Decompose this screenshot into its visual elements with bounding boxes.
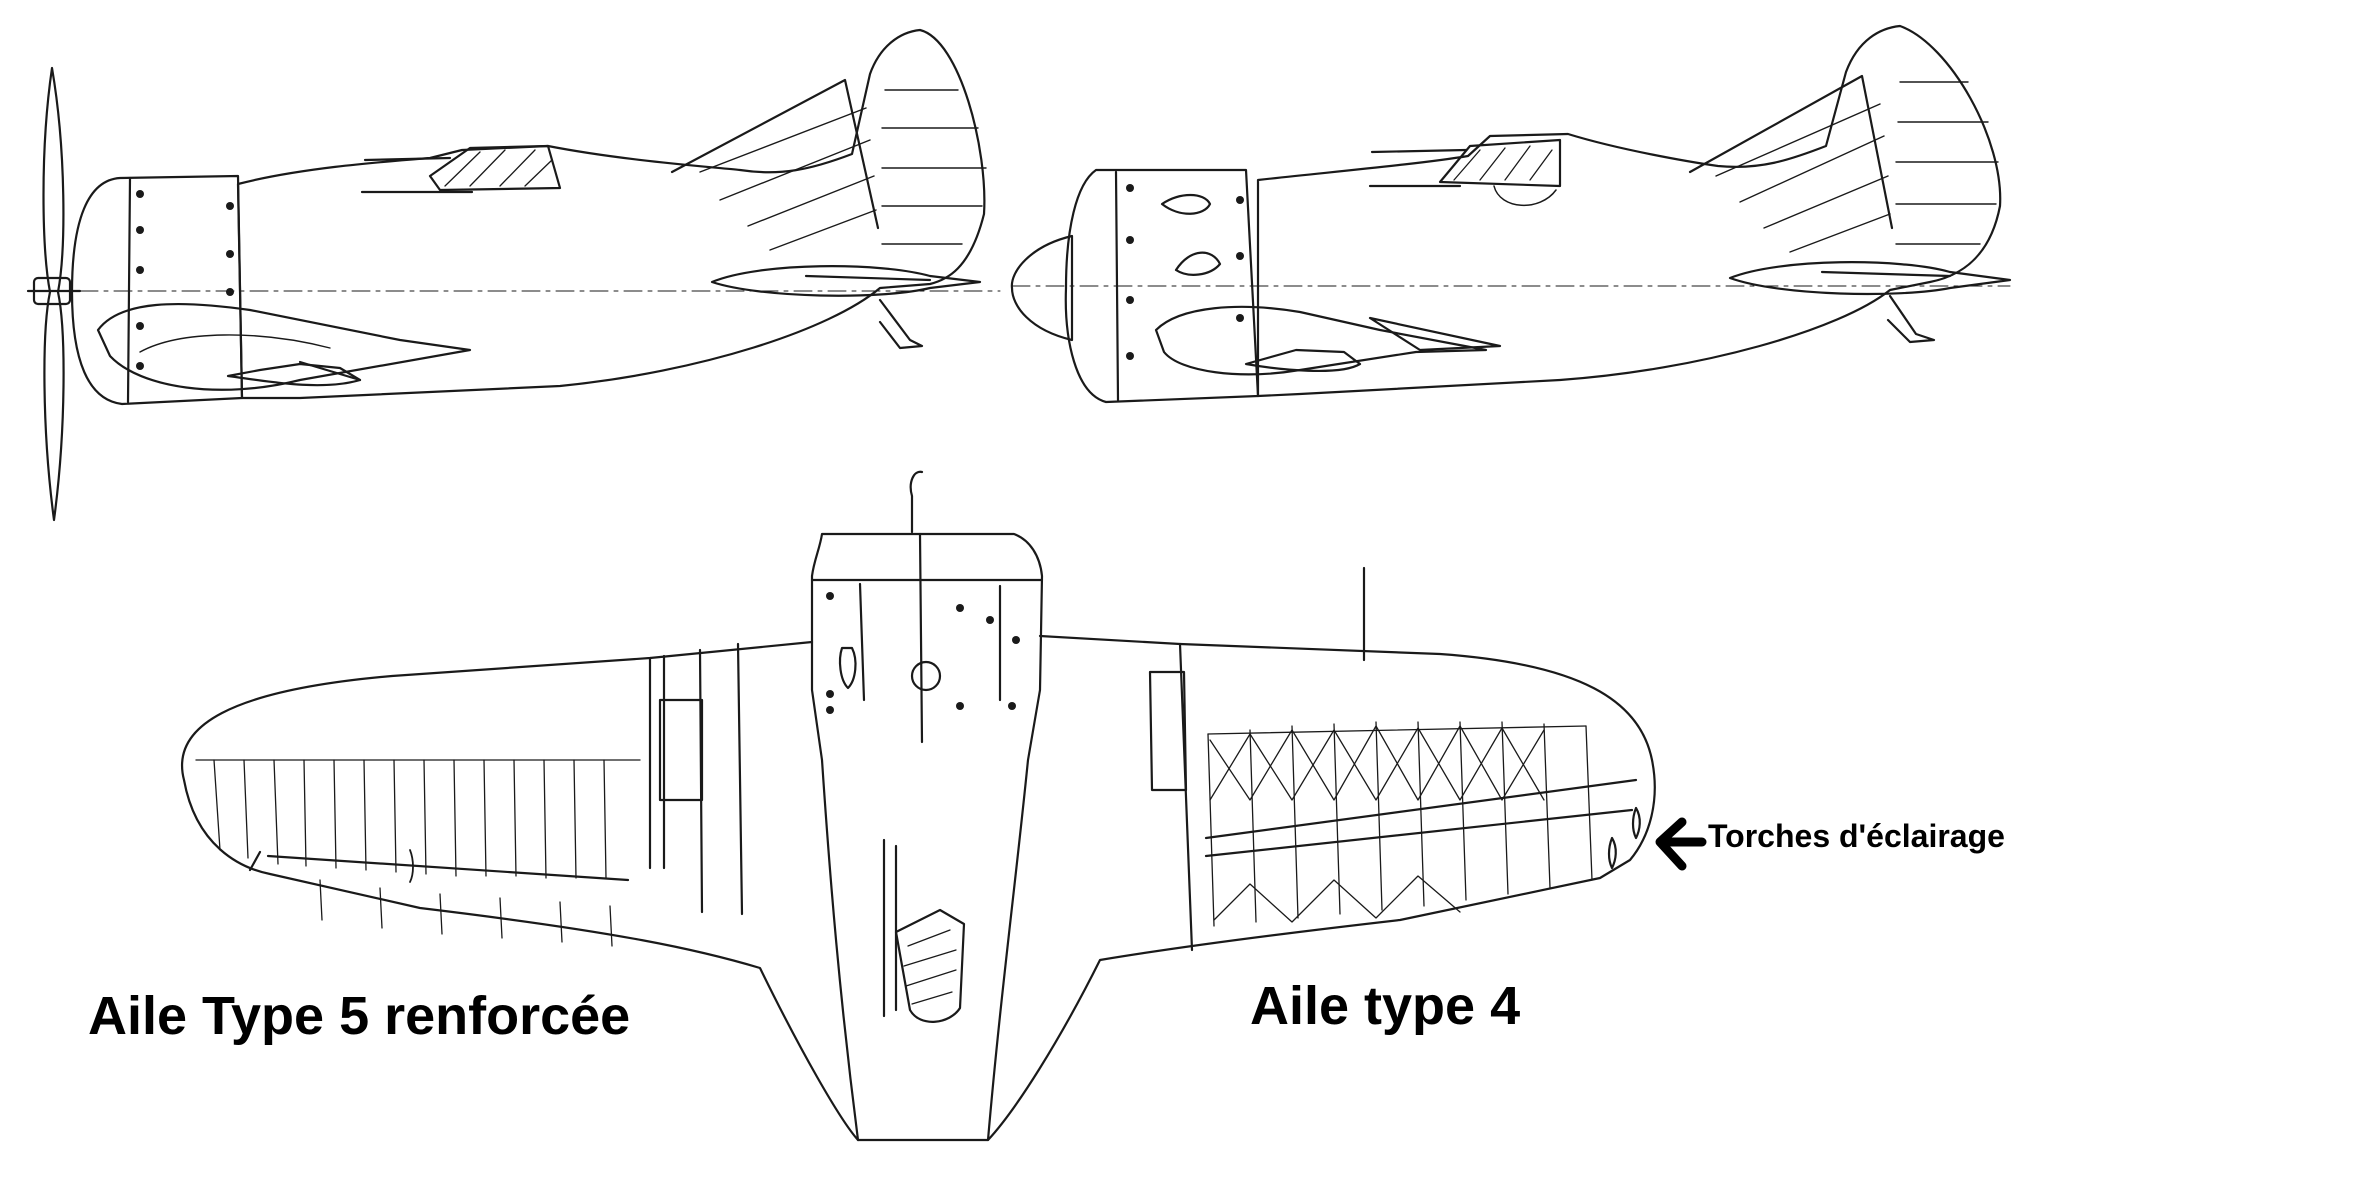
fuselage-left — [236, 28, 986, 400]
tail-fin-right — [1688, 74, 1894, 230]
canopy-right — [1438, 138, 1562, 188]
side-view-right — [1010, 24, 2012, 404]
plan-view-fuselage — [810, 532, 1044, 1142]
wing-torch-1 — [1607, 836, 1617, 870]
left-wing-type5 — [181, 640, 860, 1142]
propeller-blade — [42, 66, 65, 522]
torches-callout-label: Torches d'éclairage — [1708, 818, 2005, 854]
tail-fin-left — [670, 78, 880, 230]
tailplane-right — [1728, 261, 2012, 296]
wing-type5-label: Aile Type 5 renforcée — [88, 986, 631, 1046]
side-view-left — [26, 28, 1001, 522]
fuselage-right — [1256, 24, 2002, 398]
wing-torch-2 — [1631, 806, 1641, 840]
wing-root-left — [96, 302, 472, 391]
canopy-left — [428, 144, 562, 192]
tailplane-left — [710, 265, 982, 297]
wing-type4-label: Aile type 4 — [1250, 976, 1521, 1036]
right-wing-type4 — [986, 634, 1656, 1142]
propeller-spinner — [1010, 234, 1074, 342]
plan-view — [181, 470, 1656, 1142]
callout-arrow — [1655, 817, 1707, 871]
engine-cowling — [70, 174, 244, 406]
engine-cowling-right — [1064, 168, 1260, 404]
wing-root-right — [1154, 305, 1488, 376]
